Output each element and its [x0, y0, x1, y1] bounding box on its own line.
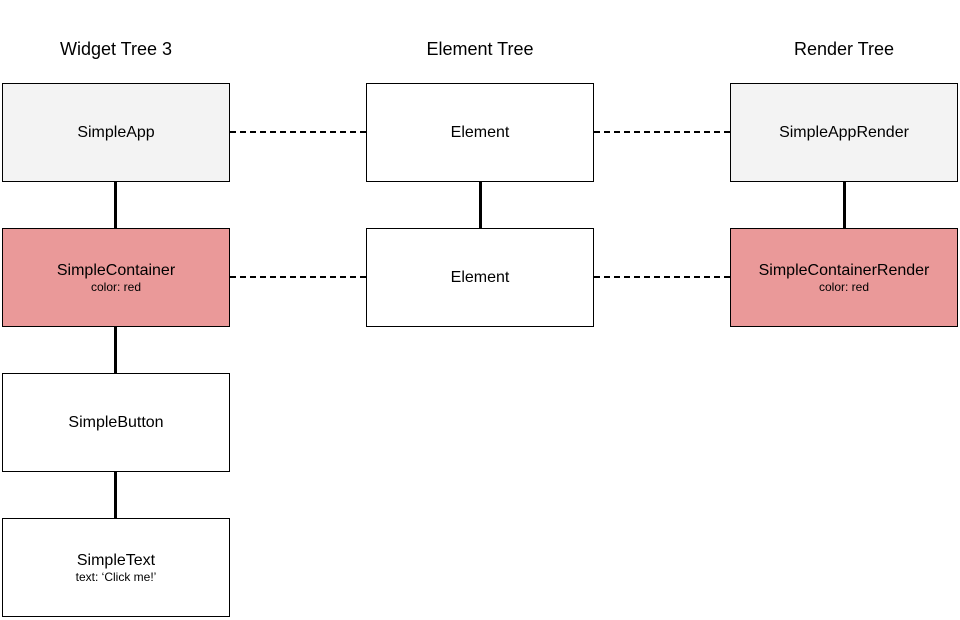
widget-edge-container-button: [114, 326, 117, 374]
node-name: SimpleApp: [77, 124, 155, 141]
node-name: SimpleText: [76, 551, 156, 569]
element-node-root: Element: [366, 83, 594, 182]
link-widget-element-row2: [230, 276, 366, 278]
widget-edge-button-text: [114, 471, 117, 519]
element-tree-title: Element Tree: [426, 39, 534, 59]
render-node-simple-app-render: SimpleAppRender: [730, 83, 958, 182]
widget-node-simple-container: SimpleContainer color: red: [2, 228, 230, 327]
node-prop: text: ‘Click me!’: [75, 569, 157, 584]
element-node-child: Element: [366, 228, 594, 327]
node-prop: color: red: [90, 279, 142, 294]
widget-edge-app-container: [114, 181, 117, 229]
node-name: SimpleContainerRender: [758, 261, 930, 279]
widget-tree-title: Widget Tree 3: [59, 39, 173, 59]
render-node-simple-container-render: SimpleContainerRender color: red: [730, 228, 958, 327]
node-name: SimpleButton: [68, 414, 164, 431]
node-name: Element: [450, 269, 510, 286]
node-name: SimpleAppRender: [779, 124, 909, 141]
element-edge-parent-child: [479, 181, 482, 229]
widget-node-simple-text: SimpleText text: ‘Click me!’: [2, 518, 230, 617]
link-element-render-row2: [594, 276, 730, 278]
widget-node-simple-button: SimpleButton: [2, 373, 230, 472]
node-prop: color: red: [818, 279, 870, 294]
render-tree-title: Render Tree: [793, 39, 895, 59]
render-edge-app-container: [843, 181, 846, 229]
node-name: Element: [450, 124, 510, 141]
widget-node-simple-app: SimpleApp: [2, 83, 230, 182]
link-element-render-row1: [594, 131, 730, 133]
node-name: SimpleContainer: [56, 261, 176, 279]
link-widget-element-row1: [230, 131, 366, 133]
